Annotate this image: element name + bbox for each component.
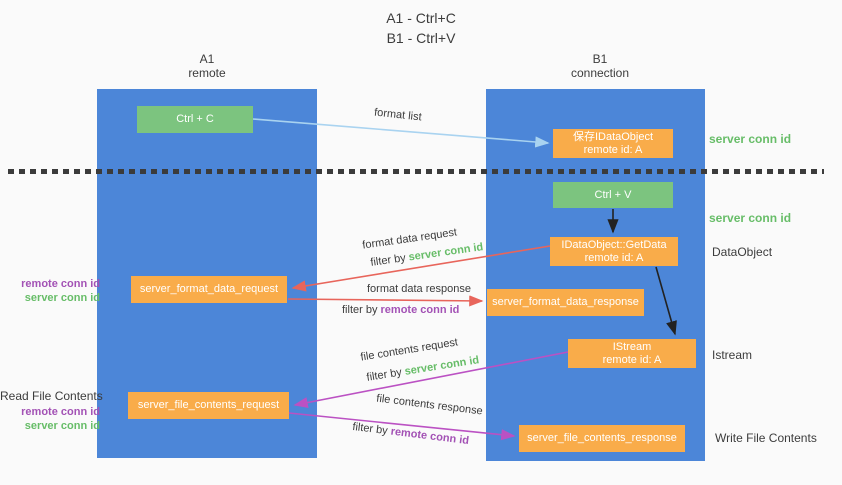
format-data-response-label: format data response: [367, 283, 471, 295]
getdata-to-istream-arrow: [655, 266, 677, 336]
format-request-label: server_format_data_request: [139, 283, 279, 295]
title-line-1: A1 - Ctrl+C: [386, 10, 456, 26]
format-list-arrow: [252, 118, 550, 148]
lane-a-name: A1: [199, 52, 215, 66]
file-response-label: server_file_contents_response: [527, 432, 677, 444]
idataobject-getdata-node: IDataObject::GetData remote id: A: [550, 237, 678, 266]
format-data-request-arrow: [291, 245, 551, 292]
istream-label: Istream: [712, 348, 753, 362]
lane-a-subtitle: remote: [188, 66, 226, 80]
left-remote-conn-id-label-1: remote conn id: [21, 278, 100, 290]
lane-b-header: B1 connection: [540, 52, 660, 80]
istream-line2: remote id: A: [602, 353, 662, 366]
server-file-contents-request-node: server_file_contents_request: [128, 392, 289, 419]
file-contents-response-arrow: [288, 412, 516, 441]
filter-by-remote-conn-id-label-1: filter by remote conn id: [342, 304, 459, 316]
lane-b-subtitle: connection: [570, 66, 630, 80]
save-idataobject-node: 保存IDataObject remote id: A: [553, 129, 673, 158]
ctrl-v-label: Ctrl + V: [594, 188, 632, 201]
server-format-data-response-node: server_format_data_response: [487, 289, 644, 316]
ctrl-c-node: Ctrl + C: [137, 106, 253, 133]
istream-node: IStream remote id: A: [568, 339, 696, 368]
save-idataobject-line2: remote id: A: [583, 143, 643, 156]
server-file-contents-response-node: server_file_contents_response: [519, 425, 685, 452]
dataobject-label: DataObject: [712, 245, 773, 259]
ctrl-c-label: Ctrl + C: [176, 113, 214, 125]
remote-conn-id-text: remote conn id: [380, 304, 460, 316]
write-file-contents-label: Write File Contents: [715, 431, 817, 445]
file-contents-request-arrow: [293, 351, 569, 409]
left-remote-conn-id-label-2: remote conn id: [21, 406, 100, 418]
server-format-data-request-node: server_format_data_request: [131, 276, 287, 303]
file-request-label: server_file_contents_request: [137, 399, 280, 411]
format-data-response-arrow: [287, 295, 484, 307]
format-response-label: server_format_data_response: [492, 296, 639, 308]
right-server-conn-id-label-2: server conn id: [709, 211, 792, 225]
read-file-contents-label: Read File Contents: [0, 389, 103, 403]
diagram-title: A1 - Ctrl+C B1 - Ctrl+V: [0, 8, 842, 48]
lane-b-name: B1: [592, 52, 608, 66]
right-server-conn-id-label-1: server conn id: [709, 132, 792, 146]
getdata-line2: remote id: A: [584, 251, 644, 264]
title-line-2: B1 - Ctrl+V: [386, 30, 456, 46]
save-idataobject-line1: 保存IDataObject: [572, 130, 654, 143]
ctrl-v-node: Ctrl + V: [553, 182, 673, 208]
filter-by-text: filter by: [342, 304, 378, 316]
dotted-divider-line: [8, 169, 824, 174]
left-server-conn-id-label-1: server conn id: [24, 292, 100, 304]
istream-line1: IStream: [612, 340, 652, 353]
left-server-conn-id-label-2: server conn id: [24, 420, 100, 432]
getdata-line1: IDataObject::GetData: [561, 238, 667, 251]
lane-a-header: A1 remote: [147, 52, 267, 80]
